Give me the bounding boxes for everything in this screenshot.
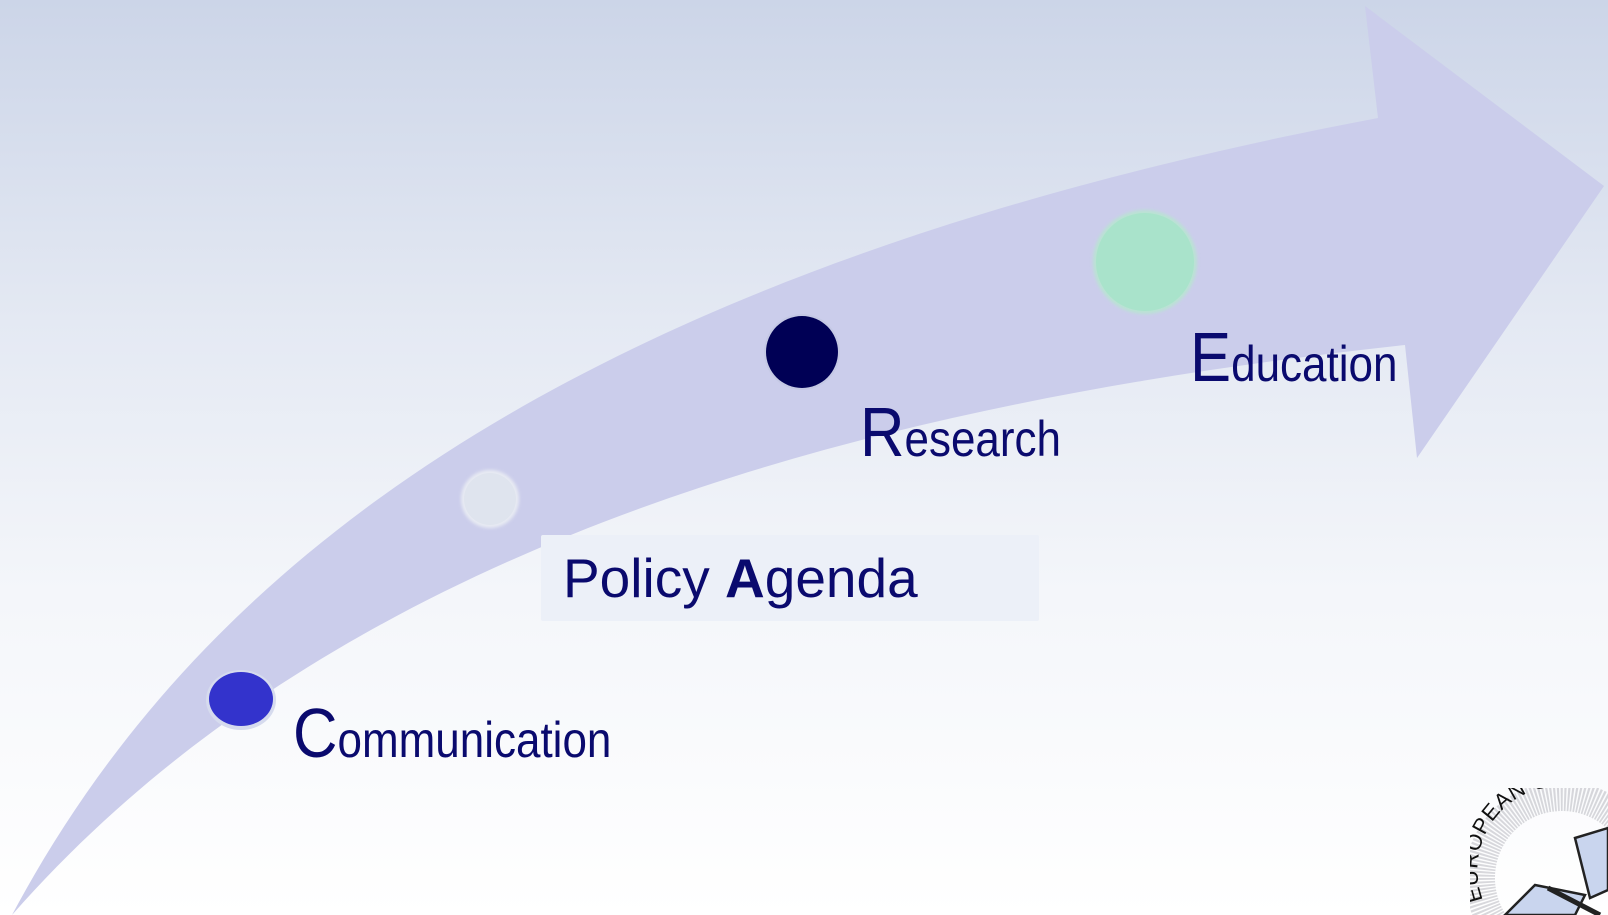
policy-agenda-initial: A <box>725 547 765 609</box>
communication-label: Communication <box>293 698 611 768</box>
curved-arrow-shape <box>12 6 1604 915</box>
policy-agenda-label: Policy Agenda <box>563 546 918 610</box>
communication-dot <box>206 670 276 730</box>
education-rest: ducation <box>1231 336 1398 392</box>
communication-rest: ommunication <box>337 712 612 768</box>
organization-logo: EUROPEAN C <box>1470 788 1608 915</box>
research-label: Research <box>860 397 1061 467</box>
research-rest: esearch <box>904 411 1062 467</box>
communication-initial: C <box>293 694 338 772</box>
policy-agenda-box: Policy Agenda <box>541 535 1039 621</box>
research-initial: R <box>860 393 905 471</box>
policy-agenda-rest: genda <box>764 547 918 609</box>
education-initial: E <box>1190 318 1232 396</box>
research-dot <box>764 314 840 390</box>
education-label: Education <box>1190 322 1397 392</box>
policy-agenda-dot <box>461 470 519 528</box>
policy-word: Policy <box>563 547 710 609</box>
education-dot <box>1093 210 1197 314</box>
